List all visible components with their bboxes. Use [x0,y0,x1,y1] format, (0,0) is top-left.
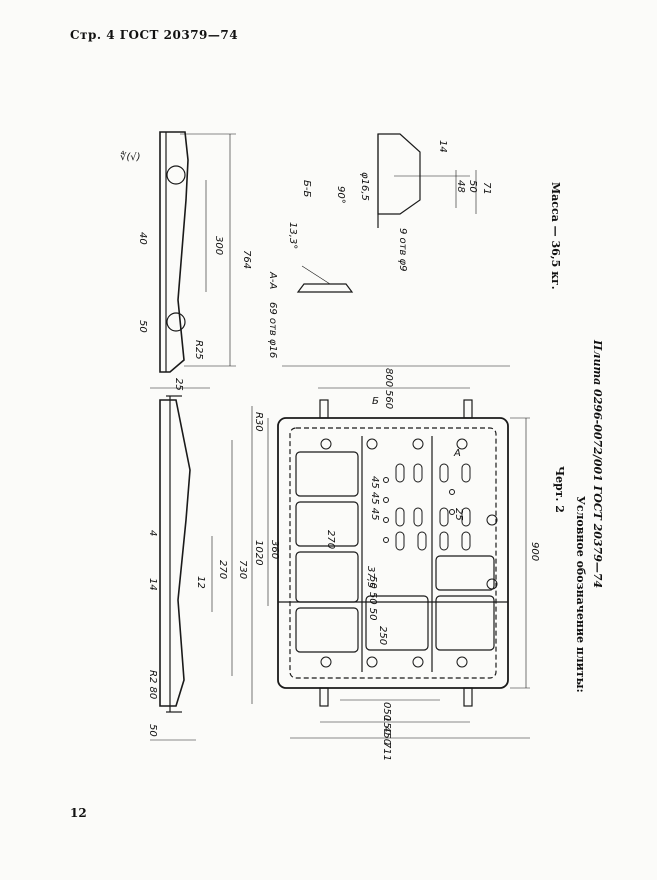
section-mark-b: Б [372,396,379,407]
dim-800: 800 [383,368,394,387]
page-number: 12 [70,806,87,820]
dim-454545: 45 45 45 [369,476,380,521]
dim-25-main: 25 [453,508,464,521]
dim-900: 900 [529,542,540,561]
section-bb-label: Б-Б [301,180,312,197]
detail-48: 48 [455,180,466,193]
plate-plan-view [251,365,530,739]
dim-40: 40 [137,232,148,245]
dim-150: 150 [381,716,392,735]
dim-560: 560 [383,390,394,409]
mass-label: Масса — 36,5 кг. [549,182,562,290]
detail-14: 14 [437,140,448,153]
detail-holes9: 9 отв φ9 [397,228,408,272]
dim-730: 730 [237,560,248,579]
side-profile-bottom [150,395,233,741]
dim-360: 360 [269,540,280,559]
dim-764: 764 [241,250,252,269]
surface-mark: ∜(√) [120,150,141,163]
dim-4: 4 [147,530,158,536]
detail-71: 71 [481,182,492,195]
section-mark-a: А [453,448,461,459]
dim-270-main: 270 [325,530,336,549]
section-aa-detail [296,265,354,293]
dim-270: 270 [217,560,228,579]
detail-135: 13,3° [287,222,298,249]
dim-50: 50 [137,320,148,333]
detail-holes16: 69 отв φ16 [267,302,278,358]
dim-1020: 1020 [253,540,264,565]
side-profile-top [150,131,236,389]
dim-r25: R25 [193,340,204,360]
dim-050: 050 [381,702,392,721]
dim-505050: 50 50 50 [367,576,378,621]
dim-r80: R2 80 [147,670,158,699]
section-aa-label: А-А [267,271,278,289]
dim-250: 250 [377,626,388,645]
dim-50b: 50 [147,724,158,737]
dim-14: 14 [147,578,158,591]
designation-title: Условное обозначение плиты: [574,496,587,693]
dim-25: 25 [173,378,184,391]
detail-50: 50 [467,180,478,193]
detail-90: 90° [335,186,346,204]
dim-300: 300 [213,236,224,255]
dim-711: 711 [381,742,392,761]
dim-450: 450 [381,726,392,745]
dim-r30: R30 [253,412,264,432]
detail-165: φ16,5 [359,172,370,201]
chart-label: Черт. 2 [553,466,566,513]
designation-code: Плита 0296-0072/001 ГОСТ 20379—74 [591,339,604,588]
section-bb-detail [377,133,477,228]
dim-375: 37,5 [365,566,376,588]
page-header: Стр. 4 ГОСТ 20379—74 [70,28,239,42]
dim-12: 12 [195,576,206,589]
